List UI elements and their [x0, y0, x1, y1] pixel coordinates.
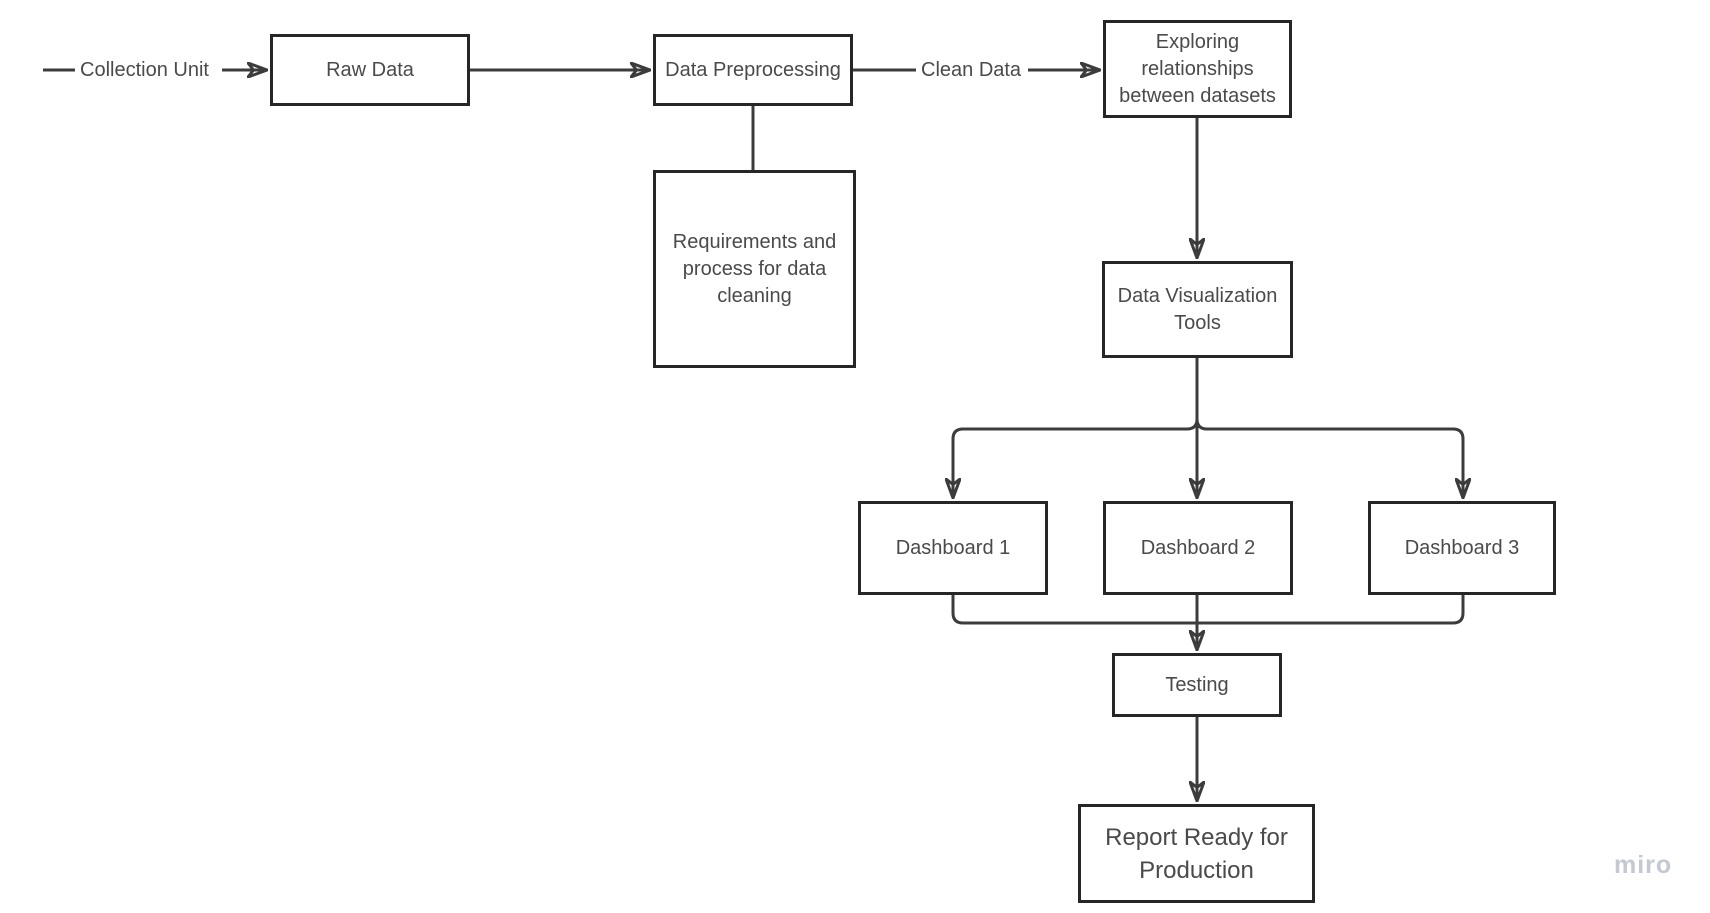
node-label: Dashboard 2 [1140, 536, 1256, 559]
edge-viz-tools-to-dashboard-1[interactable] [953, 358, 1199, 496]
node-report-ready[interactable]: Report Ready for Production [1078, 804, 1315, 903]
node-data-visualization-tools[interactable]: Data Visualization Tools [1102, 261, 1293, 358]
node-label: Data Preprocessing [665, 58, 841, 81]
edge-dashboard-1-to-merge[interactable] [951, 595, 1197, 625]
edge-label-collection-unit[interactable]: Collection Unit [80, 57, 209, 83]
node-label: Exploring relationships between datasets [1119, 30, 1276, 107]
node-label: Raw Data [326, 58, 414, 81]
node-label: Testing [1165, 673, 1229, 696]
miro-watermark: miro [1614, 851, 1673, 879]
node-label: Report Ready for Production [1105, 823, 1288, 884]
node-label: Data Visualization Tools [1117, 284, 1278, 334]
edge-viz-tools-to-dashboard-3[interactable] [1195, 358, 1463, 496]
node-label: Requirements and process for data cleani… [672, 230, 837, 307]
node-testing[interactable]: Testing [1112, 653, 1282, 717]
node-label: Dashboard 1 [895, 536, 1011, 559]
node-label: Dashboard 3 [1404, 536, 1520, 559]
node-exploring-relationships[interactable]: Exploring relationships between datasets [1103, 20, 1292, 118]
node-requirements[interactable]: Requirements and process for data cleani… [653, 170, 856, 368]
edge-dashboard-3-to-merge[interactable] [1197, 595, 1465, 625]
node-dashboard-3[interactable]: Dashboard 3 [1368, 501, 1556, 595]
node-dashboard-2[interactable]: Dashboard 2 [1103, 501, 1293, 595]
node-data-preprocessing[interactable]: Data Preprocessing [653, 34, 853, 106]
node-dashboard-1[interactable]: Dashboard 1 [858, 501, 1048, 595]
node-raw-data[interactable]: Raw Data [270, 34, 470, 106]
edge-label-clean-data[interactable]: Clean Data [921, 57, 1022, 83]
